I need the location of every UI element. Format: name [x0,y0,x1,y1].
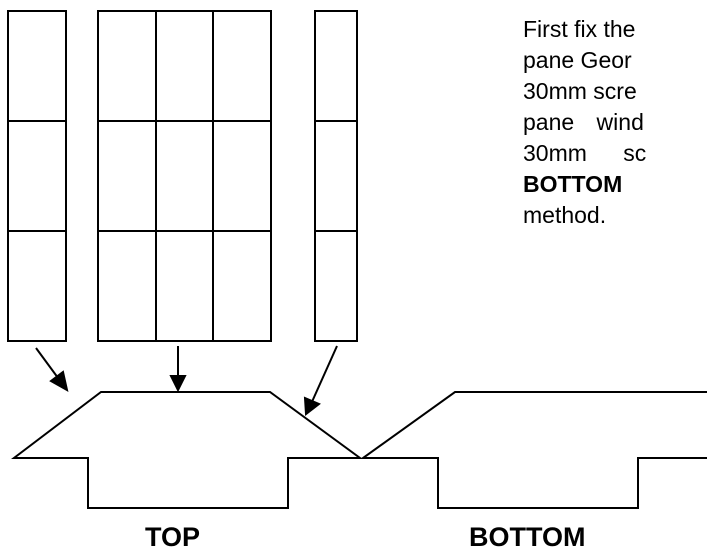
instruction-line-4: pane wind [523,109,644,135]
instruction-line-3: 30mm scre [523,78,637,104]
right-window-frame [314,10,358,342]
instruction-line-2: pane Geor [523,47,632,73]
left-side-window [7,10,67,342]
top-label: TOP [145,522,201,552]
right-arrow [303,345,338,416]
right-side-window [314,10,358,342]
center-arrow [169,346,187,393]
bottom-profile [359,391,707,509]
instruction-bold-word: BOTTOM [523,171,623,197]
left-arrow [35,347,69,392]
instruction-line-5: 30mm sc [523,140,647,166]
center-window [97,10,272,342]
top-profile [11,391,364,509]
bottom-label: BOTTOM [469,522,586,552]
instruction-line-6: method. [523,202,607,228]
left-window-frame [7,10,67,342]
instruction-line-1: First fix the [523,16,636,42]
center-window-frame [97,10,272,342]
